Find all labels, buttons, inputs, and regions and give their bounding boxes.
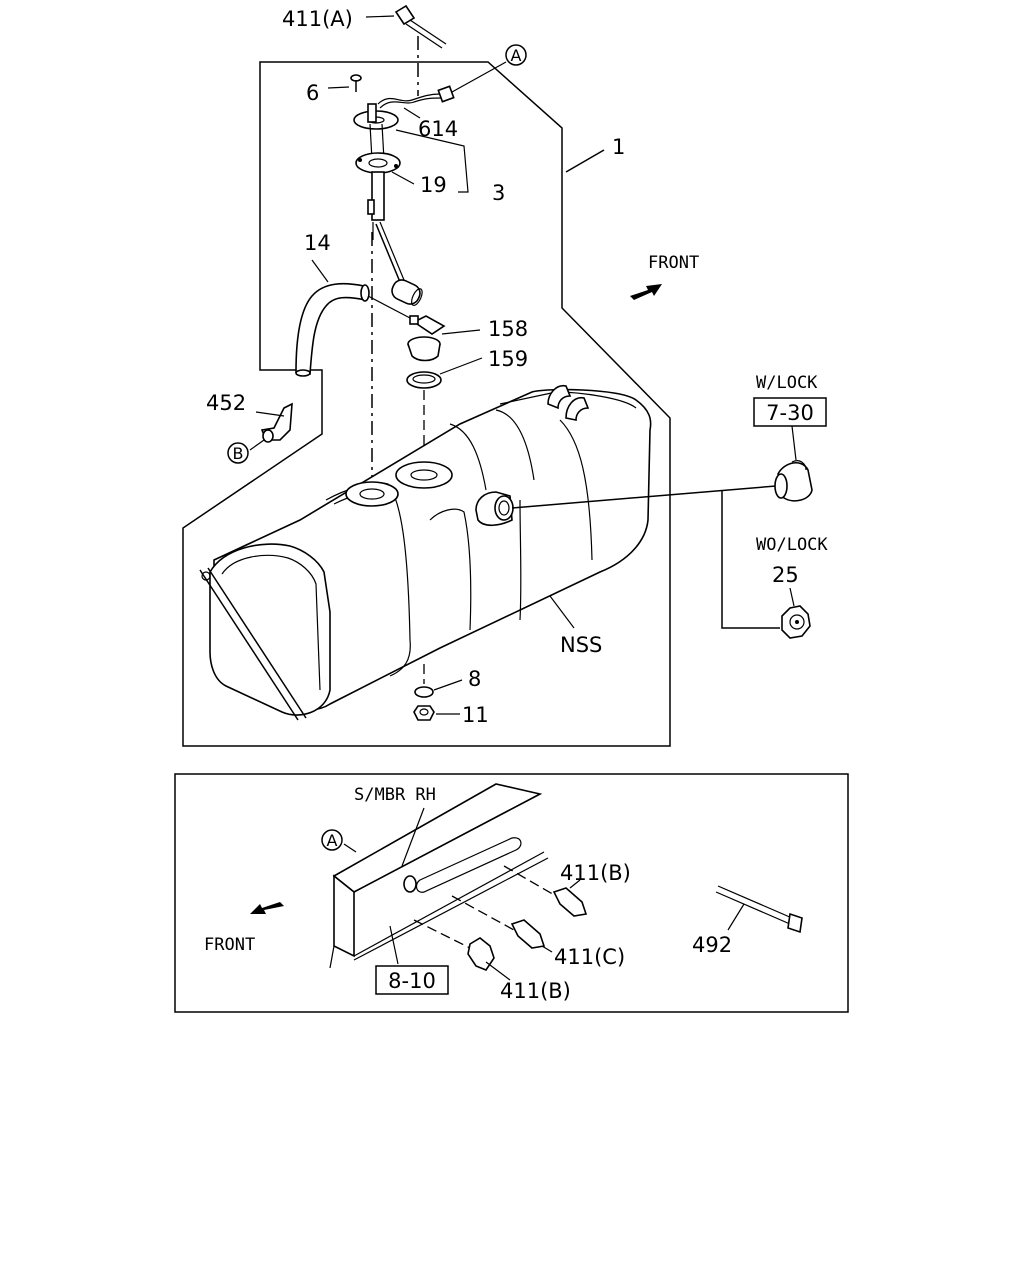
callout-14: 14: [304, 231, 331, 255]
nut-11: [413, 705, 460, 721]
filler-neck: [475, 491, 514, 527]
cable-tie-492: [715, 885, 803, 934]
callout-8: 8: [468, 667, 481, 691]
gasket-159: [406, 357, 483, 389]
callout-25: 25: [772, 563, 799, 587]
front-label-bottom: FRONT: [204, 935, 255, 955]
ref-marker-a-bottom: A: [327, 831, 338, 850]
bottom-view-border: [174, 773, 849, 1013]
callout-492: 492: [692, 933, 732, 957]
fuel-gauge-unit: [353, 85, 455, 307]
callout-19: 19: [420, 173, 447, 197]
front-arrow-bottom-icon: [250, 902, 284, 914]
frame-ref: 8-10: [388, 969, 436, 993]
frame-ref-box: [375, 965, 449, 995]
hose-14: [295, 259, 411, 377]
top-view: 411(A) 6 614 1 19 3 14 158 159 452 NSS 8…: [182, 4, 828, 747]
cable-tie-411a: [365, 4, 447, 49]
callout-411c: 411(C): [554, 945, 625, 969]
callout-411a: 411(A): [282, 7, 353, 31]
ref-marker-b: B: [233, 444, 244, 463]
top-view-border: [182, 61, 671, 747]
callout-614: 614: [418, 117, 458, 141]
callout-411b-bottom: 411(B): [500, 979, 571, 1003]
ref-marker-b-circle: [227, 442, 249, 464]
ref-marker-a-circle: [505, 44, 527, 66]
w-lock-label: W/LOCK: [756, 373, 818, 393]
side-member-rh: [329, 783, 549, 969]
fuel-tank: [199, 384, 652, 721]
ref-marker-a: A: [511, 46, 522, 65]
fuel-cap-with-lock: [774, 425, 813, 502]
callout-1: 1: [612, 135, 625, 159]
bottom-view: S/MBR RH A FRONT 8-10 411(B) 411(C) 411(…: [174, 773, 849, 1013]
callout-158: 158: [488, 317, 528, 341]
front-arrow-icon: [630, 284, 662, 300]
callout-6: 6: [306, 81, 319, 105]
callout-3: 3: [492, 181, 505, 205]
clip-411b-lower: [467, 937, 511, 981]
fuel-cap-without-lock: [781, 587, 811, 639]
wo-lock-label: WO/LOCK: [756, 535, 828, 555]
clip-411b-upper: [552, 879, 588, 917]
callout-159: 159: [488, 347, 528, 371]
callout-nss: NSS: [560, 633, 602, 657]
front-label-top: FRONT: [648, 253, 699, 273]
leader-1: [565, 149, 605, 173]
ref-marker-a-bottom-circle: [321, 829, 343, 851]
breather-158: [407, 315, 481, 362]
washer-8: [414, 664, 463, 698]
callout-452: 452: [206, 391, 246, 415]
callout-11: 11: [462, 703, 489, 727]
callout-411b-top: 411(B): [560, 861, 631, 885]
rail-label: S/MBR RH: [354, 785, 436, 805]
w-lock-ref-box: [753, 397, 827, 427]
w-lock-ref: 7-30: [766, 401, 814, 425]
screw-6: [327, 74, 362, 92]
clip-411c: [510, 919, 553, 953]
elbow-452: [249, 402, 293, 451]
